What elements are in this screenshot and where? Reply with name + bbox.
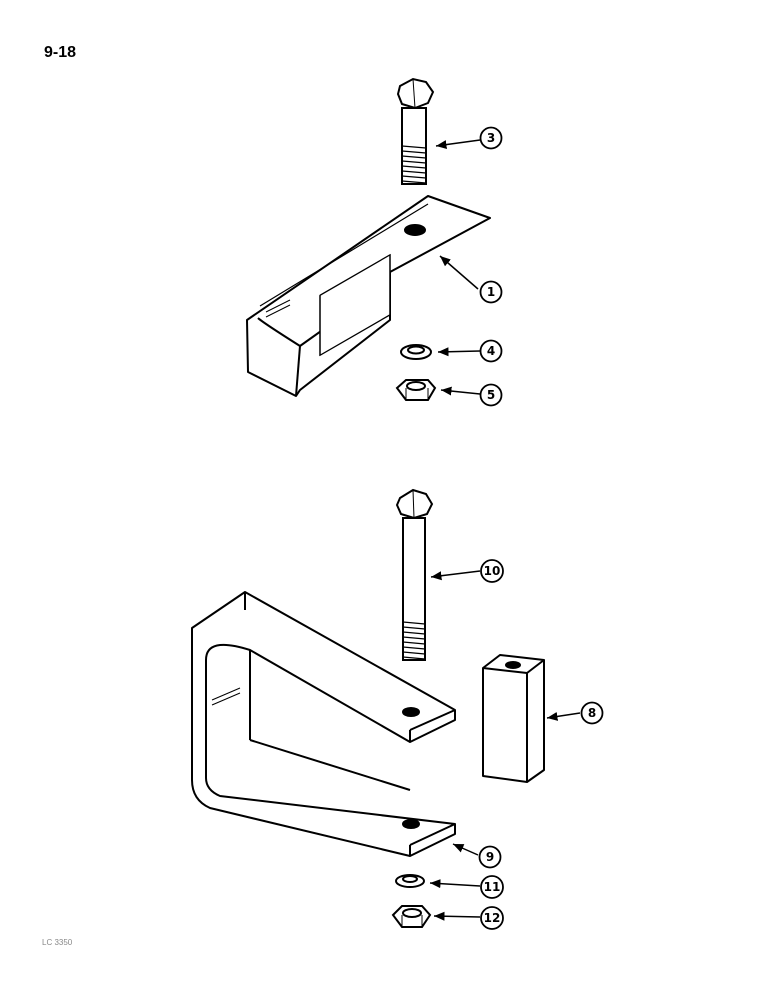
svg-text:5: 5 — [487, 388, 495, 402]
page-number: 9-18 — [44, 44, 77, 61]
svg-text:3: 3 — [487, 131, 495, 145]
callout-8: 8 — [580, 701, 604, 725]
spacer-block-part-8 — [482, 654, 545, 783]
callout-1: 1 — [479, 280, 503, 304]
lock-washer-part-4 — [400, 344, 432, 360]
svg-text:11: 11 — [484, 880, 501, 894]
svg-text:1: 1 — [487, 285, 495, 299]
callout-3: 3 — [479, 126, 503, 150]
callout-12: 12 — [480, 906, 504, 930]
nut-part-12 — [391, 905, 432, 928]
svg-text:9: 9 — [486, 850, 494, 864]
callout-10: 10 — [480, 559, 504, 583]
footer-code: LC 3350 — [42, 938, 73, 947]
lock-washer-part-11 — [395, 874, 425, 888]
svg-text:4: 4 — [487, 344, 495, 358]
u-bracket-part-9 — [191, 591, 456, 857]
bolt-part-3 — [396, 77, 435, 185]
nut-part-5 — [395, 379, 437, 401]
svg-text:8: 8 — [588, 706, 596, 720]
callout-5: 5 — [479, 383, 503, 407]
callout-11: 11 — [480, 875, 504, 899]
svg-text:12: 12 — [484, 911, 501, 925]
long-bolt-part-10 — [395, 488, 434, 661]
bracket-part-1 — [246, 195, 491, 397]
svg-text:10: 10 — [484, 564, 501, 578]
callout-9: 9 — [478, 845, 502, 869]
callout-4: 4 — [479, 339, 503, 363]
